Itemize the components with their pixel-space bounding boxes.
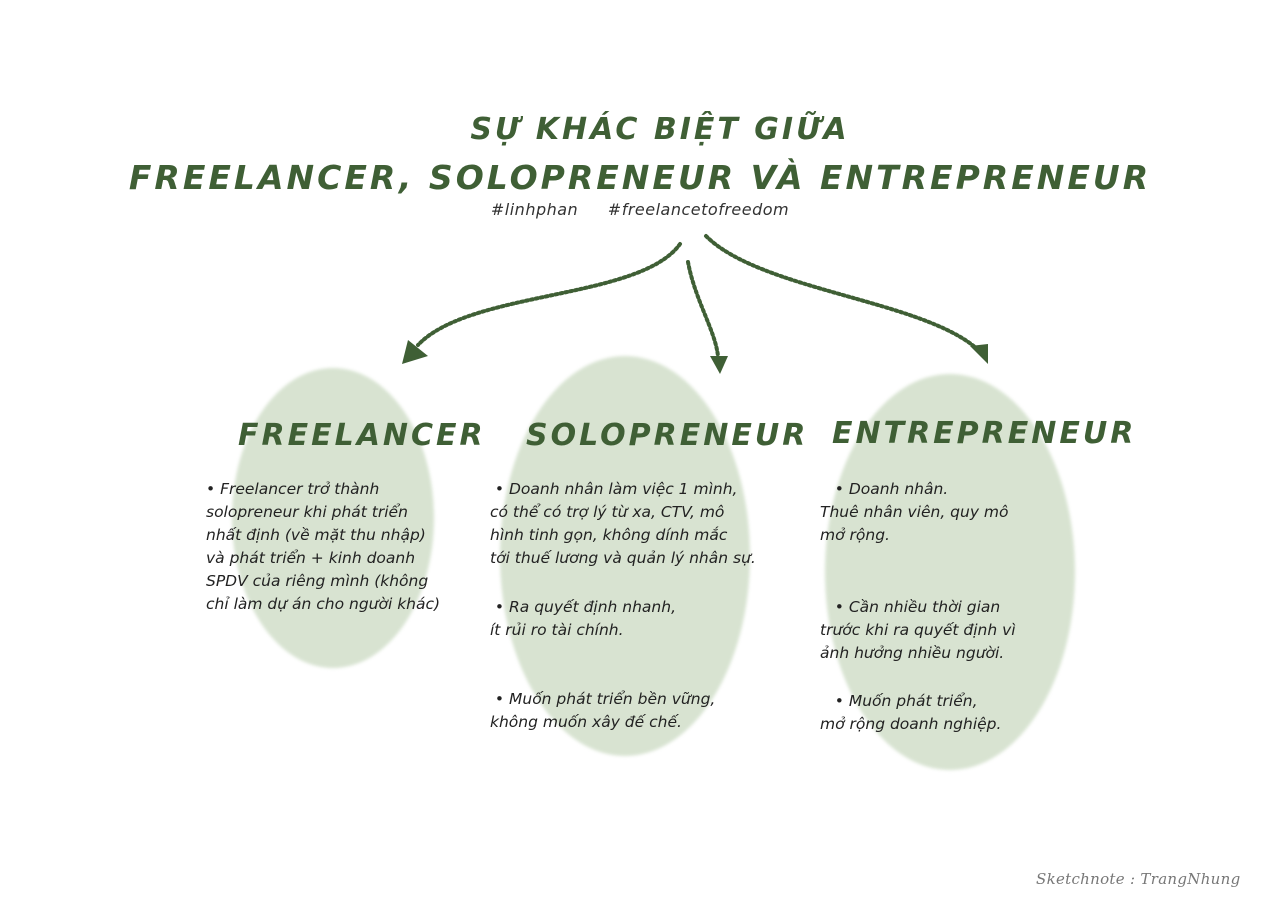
arrowhead-freelancer-icon (402, 340, 428, 364)
arrow-to-solopreneur (686, 260, 720, 358)
arrowhead-solopreneur-icon (710, 356, 728, 374)
entrepreneur-blob (825, 374, 1075, 770)
solopreneur-title: SOLOPRENEUR (526, 418, 809, 453)
arrowhead-entrepreneur-icon (970, 344, 988, 364)
hashtags: #linhphan #freelancetofreedom (0, 200, 1280, 219)
entrepreneur-note-2: • Cần nhiều thời gian trước khi ra quyết… (820, 598, 1016, 662)
entrepreneur-note-3: • Muốn phát triển, mở rộng doanh nghiệp. (820, 692, 1002, 733)
hashtag-freelancetofreedom: #freelancetofreedom (607, 200, 790, 219)
entrepreneur-title: ENTREPRENEUR (832, 416, 1137, 451)
freelancer-title: FREELANCER (238, 418, 486, 453)
entrepreneur-note-1: • Doanh nhân. Thuê nhân viên, quy mô mở … (820, 480, 1009, 544)
arrow-to-entrepreneur (704, 234, 978, 350)
arrow-to-freelancer (416, 242, 682, 347)
solopreneur-note-3: • Muốn phát triển bền vững, không muốn x… (490, 690, 716, 731)
solopreneur-note-2: • Ra quyết định nhanh, ít rủi ro tài chí… (490, 598, 677, 639)
page-title-line-2: FREELANCER, SOLOPRENEUR VÀ ENTREPRENEUR (128, 158, 1152, 197)
hashtag-linhphan: #linhphan (490, 200, 579, 219)
page-title-line-1: SỰ KHÁC BIỆT GIỮA (470, 112, 850, 147)
freelancer-blob (232, 368, 434, 668)
signature: Sketchnote : TrangNhung (1036, 870, 1241, 888)
solopreneur-note-1: • Doanh nhân làm việc 1 mình, có thể có … (490, 480, 756, 567)
solopreneur-blob (500, 356, 750, 756)
freelancer-note: • Freelancer trở thành solopreneur khi p… (206, 480, 441, 613)
